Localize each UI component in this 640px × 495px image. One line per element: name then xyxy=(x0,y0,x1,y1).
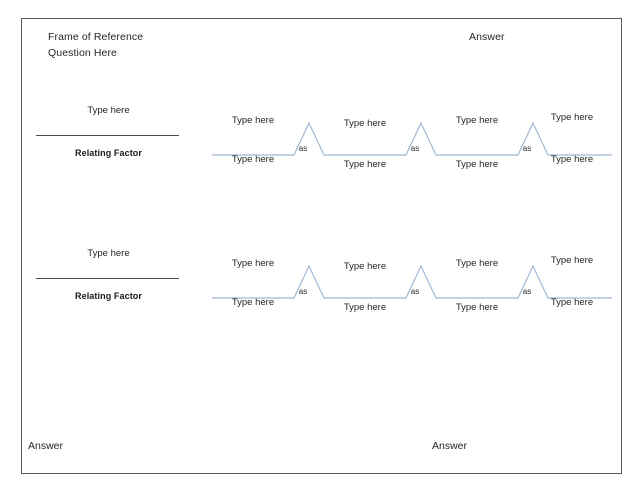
segment-lower-label[interactable]: Type here xyxy=(343,302,387,313)
relating-factor-bottom-label[interactable]: Relating Factor xyxy=(74,291,142,301)
relating-factor-block: Type here Relating Factor xyxy=(36,105,181,158)
segment-upper-label[interactable]: Type here xyxy=(455,115,499,126)
analogy-polyline-icon xyxy=(212,121,612,156)
answer-bottom-center-label[interactable]: Answer xyxy=(432,440,468,452)
segment-upper-label[interactable]: Type here xyxy=(550,255,594,266)
segment-lower-label[interactable]: Type here xyxy=(231,297,275,308)
connector-as-label: as xyxy=(298,287,308,296)
question-here-label[interactable]: Question Here xyxy=(48,47,118,59)
segment-lower-label[interactable]: Type here xyxy=(455,159,499,170)
segment-upper-label[interactable]: Type here xyxy=(455,258,499,269)
analogy-polyline-block: Type here Type here Type here Type here … xyxy=(212,248,612,338)
segment-upper-label[interactable]: Type here xyxy=(343,118,387,129)
relating-factor-block: Type here Relating Factor xyxy=(36,248,181,301)
connector-as-label: as xyxy=(298,144,308,153)
connector-as-label: as xyxy=(410,144,420,153)
connector-as-label: as xyxy=(410,287,420,296)
relating-factor-top-label[interactable]: Type here xyxy=(87,105,130,116)
analogy-polyline-block: Type here Type here Type here Type here … xyxy=(212,105,612,195)
answer-bottom-left-label[interactable]: Answer xyxy=(28,440,64,452)
analogy-polyline-icon xyxy=(212,264,612,299)
relating-factor-rule xyxy=(36,278,179,279)
segment-upper-label[interactable]: Type here xyxy=(343,261,387,272)
segment-lower-label[interactable]: Type here xyxy=(231,154,275,165)
analogy-row: Type here Relating Factor Type here Type… xyxy=(0,105,640,195)
relating-factor-bottom-label[interactable]: Relating Factor xyxy=(74,148,142,158)
relating-factor-rule xyxy=(36,135,179,136)
frame-of-reference-label[interactable]: Frame of Reference xyxy=(48,31,144,43)
relating-factor-top-label[interactable]: Type here xyxy=(87,248,130,259)
segment-lower-label[interactable]: Type here xyxy=(343,159,387,170)
segment-upper-label[interactable]: Type here xyxy=(550,112,594,123)
segment-upper-label[interactable]: Type here xyxy=(231,115,275,126)
segment-upper-label[interactable]: Type here xyxy=(231,258,275,269)
segment-lower-label[interactable]: Type here xyxy=(550,154,594,165)
connector-as-label: as xyxy=(522,144,532,153)
segment-lower-label[interactable]: Type here xyxy=(550,297,594,308)
analogy-row: Type here Relating Factor Type here Type… xyxy=(0,248,640,338)
answer-top-right-label[interactable]: Answer xyxy=(469,31,505,43)
connector-as-label: as xyxy=(522,287,532,296)
slide-border xyxy=(21,18,622,474)
segment-lower-label[interactable]: Type here xyxy=(455,302,499,313)
